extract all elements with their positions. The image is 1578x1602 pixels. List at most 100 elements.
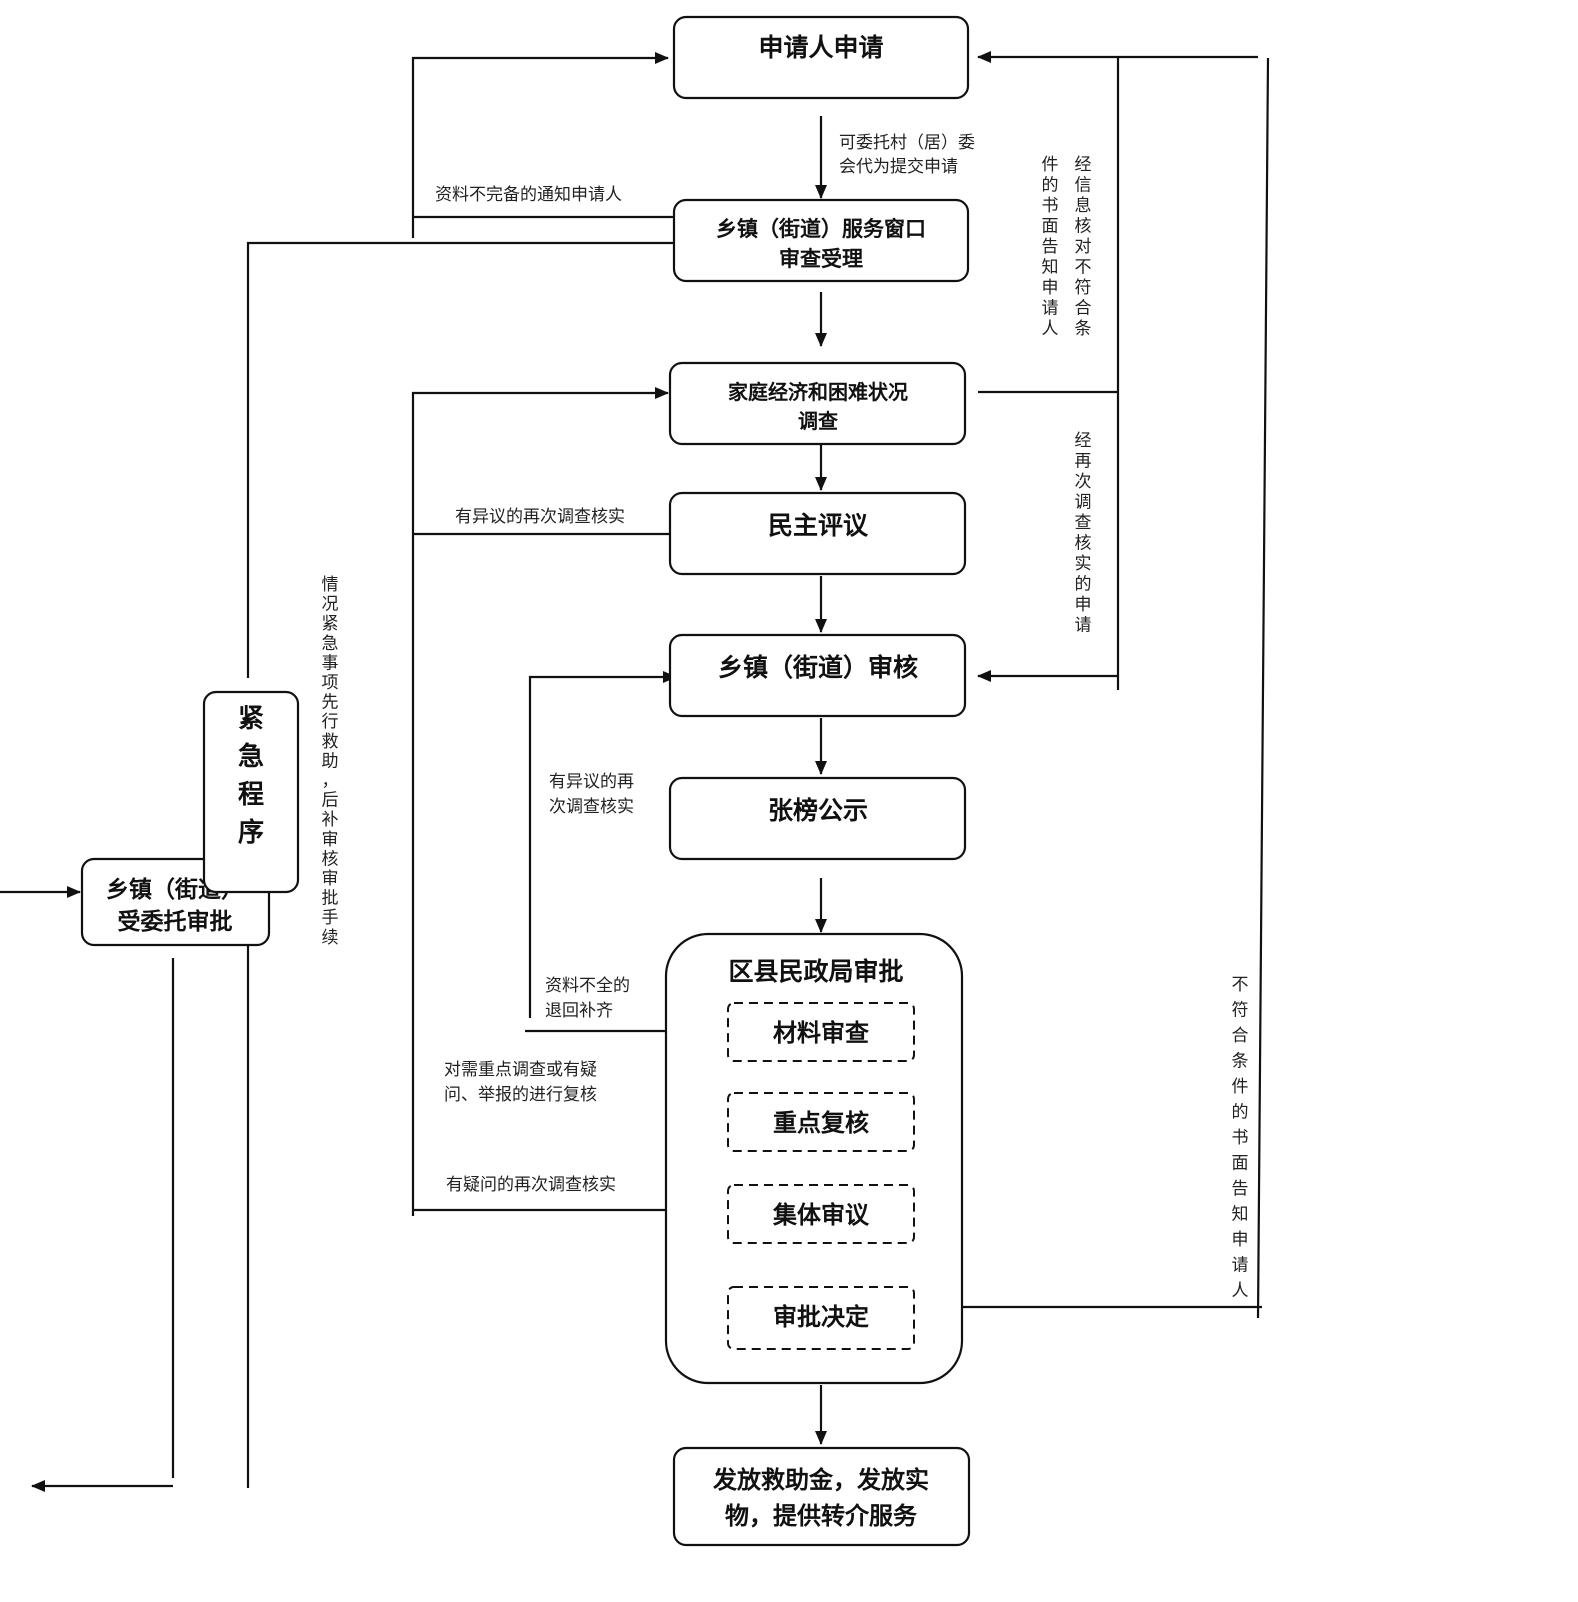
connectors	[0, 51, 1270, 1492]
node-payout[interactable]: 发放救助金，发放实 物，提供转介服务	[672, 1446, 971, 1547]
note-emergency-char: 紧	[322, 614, 339, 634]
note-emergency-char: 事	[322, 653, 339, 673]
note-not-eligible-char: 不	[1232, 975, 1249, 995]
note-after-resurvey-char: 查	[1075, 513, 1092, 533]
note-not-eligible-char: 合	[1232, 1026, 1249, 1046]
note-not-eligible-char: 条	[1232, 1052, 1249, 1072]
sub-collective-review[interactable]: 集体审议	[727, 1184, 915, 1244]
sub-material-check[interactable]: 材料审查	[727, 1002, 915, 1062]
note-emergency-char: 补	[322, 810, 339, 830]
note-emergency-char: 审	[322, 869, 339, 889]
node-survey[interactable]: 家庭经济和困难状况 调查	[668, 361, 967, 446]
node-payout-line2: 物，提供转介服务	[725, 1502, 918, 1530]
line-far-right-vertical	[1256, 57, 1270, 1319]
note-emergency-char: 助	[322, 751, 339, 771]
note-info-check-col2-char: 知	[1042, 258, 1059, 278]
node-district-approval-label: 区县民政局审批	[728, 957, 903, 986]
node-publicity[interactable]: 张榜公示	[668, 776, 967, 861]
note-after-resurvey-char: 核	[1075, 534, 1092, 554]
node-service-window-line2: 审查受理	[779, 247, 863, 271]
note-publicity-dispute-line2: 次调查核实	[549, 797, 634, 817]
note-info-check-col1-char: 符	[1075, 278, 1092, 298]
note-emergency-char: 况	[322, 595, 339, 615]
note-publicity-dispute-line1: 有异议的再	[549, 772, 634, 792]
node-service-window-line1: 乡镇（街道）服务窗口	[716, 217, 926, 241]
note-emergency-char: 后	[322, 791, 339, 811]
note-info-check-col1-char: 条	[1075, 319, 1092, 339]
node-survey-line2: 调查	[798, 409, 838, 433]
note-after-resurvey-char: 申	[1075, 595, 1092, 615]
note-not-eligible-char: 人	[1232, 1281, 1249, 1301]
node-township-audit[interactable]: 乡镇（街道）审核	[668, 633, 967, 718]
note-info-check-col2-char: 申	[1042, 278, 1059, 298]
note-info-check-col2-char: 书	[1042, 196, 1059, 216]
note-key-recheck-line1: 对需重点调查或有疑	[444, 1060, 597, 1080]
vertical-notes: 经信息核对不符合条件的书面告知申请人经再次调查核实的申请情况紧急事项先行救助，后…	[322, 155, 1249, 1301]
note-info-check-col1-char: 经	[1075, 155, 1092, 175]
note-after-resurvey-char: 请	[1075, 616, 1092, 636]
note-not-eligible-char: 申	[1232, 1230, 1249, 1250]
note-after-resurvey-char: 实	[1075, 554, 1092, 574]
node-emergency-char-1: 紧	[238, 704, 264, 734]
note-after-resurvey-char: 再	[1075, 452, 1092, 472]
note-emergency-char: 核	[322, 849, 339, 869]
note-incomplete-return-line1: 资料不全的	[545, 976, 630, 996]
note-delegate-line1: 可委托村（居）委	[839, 133, 975, 153]
note-info-check-col2-char: 的	[1042, 176, 1059, 196]
note-not-eligible-char: 告	[1232, 1179, 1249, 1199]
note-info-check-col1-char: 不	[1075, 258, 1092, 278]
note-info-check-col1-char: 信	[1075, 176, 1092, 196]
node-township-audit-label: 乡镇（街道）审核	[718, 653, 918, 682]
note-info-check-col1-char: 核	[1075, 217, 1092, 237]
note-info-check-col2-char: 请	[1042, 299, 1059, 319]
note-not-eligible-char: 请	[1232, 1256, 1249, 1276]
sub-key-recheck[interactable]: 重点复核	[727, 1092, 915, 1152]
node-apply-label: 申请人申请	[758, 33, 883, 62]
sub-collective-review-label: 集体审议	[772, 1200, 870, 1229]
note-emergency-char: 批	[322, 889, 339, 909]
node-emergency[interactable]: 紧 急 程 序	[202, 690, 300, 894]
line-window-to-emergency	[246, 241, 673, 678]
node-publicity-label: 张榜公示	[768, 796, 868, 825]
node-survey-line1: 家庭经济和困难状况	[728, 380, 908, 404]
sub-approval-decision-label: 审批决定	[773, 1302, 869, 1331]
note-emergency-char: 手	[322, 908, 339, 928]
node-service-window[interactable]: 乡镇（街道）服务窗口 审查受理	[672, 198, 970, 283]
node-emergency-char-3: 程	[238, 780, 264, 810]
note-info-check-col2-char: 人	[1042, 319, 1059, 339]
note-info-check-col1-char: 对	[1075, 237, 1092, 257]
node-apply[interactable]: 申请人申请	[672, 15, 970, 100]
note-not-eligible-char: 符	[1232, 1001, 1249, 1021]
note-after-resurvey-char: 的	[1075, 575, 1092, 595]
node-district-approval[interactable]: 区县民政局审批 材料审查 重点复核 集体审议 审批决定	[664, 932, 964, 1385]
note-dispute-resurvey: 有异议的再次调查核实	[455, 507, 625, 527]
note-info-check-col2-char: 件	[1042, 155, 1059, 175]
note-info-check-col2-char: 告	[1042, 237, 1059, 257]
loop-incomplete-notify-up	[411, 52, 669, 238]
node-entrusted-line2: 受委托审批	[118, 908, 233, 935]
note-delegate-line2: 会代为提交申请	[839, 157, 958, 177]
note-emergency-char: 救	[322, 732, 339, 752]
node-payout-line1: 发放救助金，发放实	[712, 1466, 929, 1494]
note-incomplete-return-line2: 退回补齐	[545, 1001, 613, 1021]
note-incomplete-notify: 资料不完备的通知申请人	[435, 185, 622, 205]
note-emergency-char: 审	[322, 830, 339, 850]
note-emergency-char: 行	[322, 712, 339, 732]
note-after-resurvey-char: 经	[1075, 431, 1092, 451]
note-not-eligible-char: 书	[1232, 1128, 1249, 1148]
node-democratic-review-label: 民主评议	[768, 511, 869, 540]
note-after-resurvey-char: 调	[1075, 493, 1092, 513]
sub-key-recheck-label: 重点复核	[773, 1108, 869, 1137]
note-not-eligible-char: 件	[1232, 1077, 1249, 1097]
node-democratic-review[interactable]: 民主评议	[668, 491, 967, 576]
note-doubt-resurvey: 有疑问的再次调查核实	[446, 1175, 616, 1195]
note-emergency-char: 项	[322, 673, 339, 693]
sub-approval-decision[interactable]: 审批决定	[727, 1286, 915, 1350]
note-emergency-char: 情	[322, 575, 339, 595]
note-not-eligible-char: 的	[1232, 1103, 1249, 1123]
